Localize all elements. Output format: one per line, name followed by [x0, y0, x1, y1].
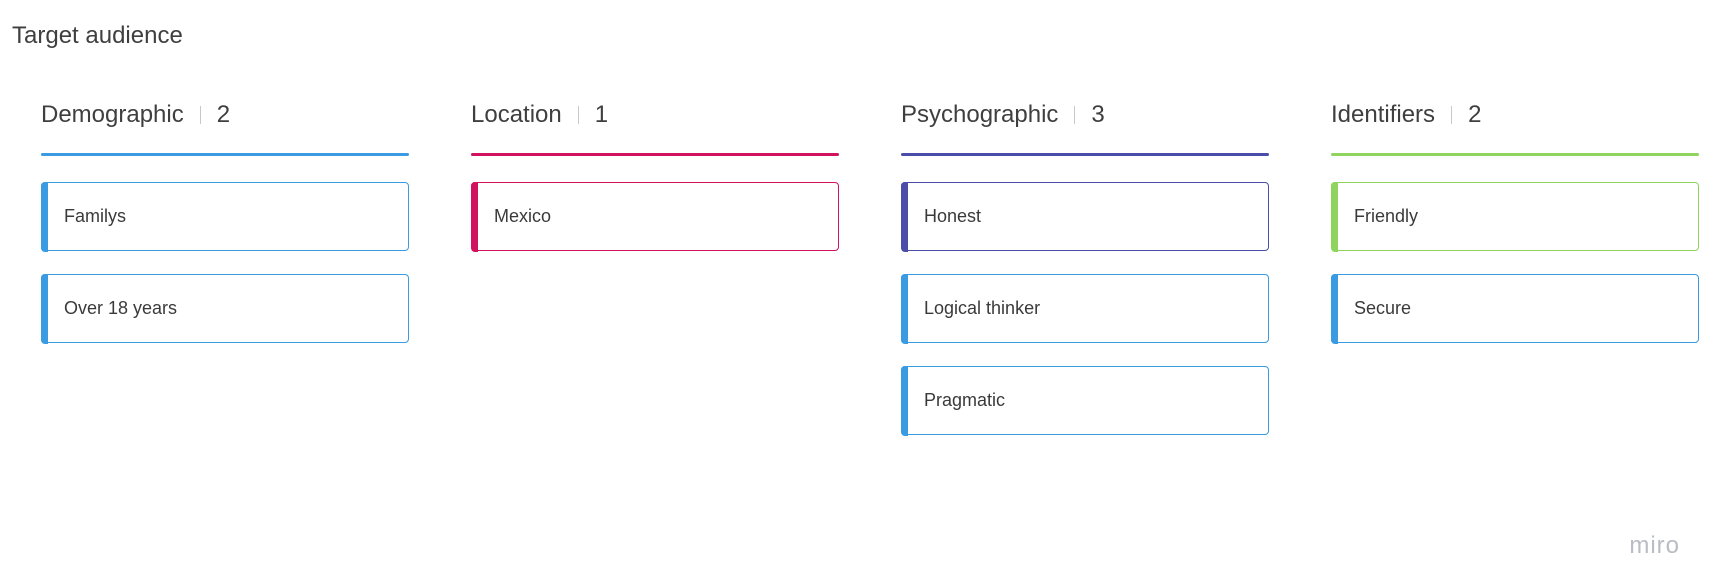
card-friendly[interactable]: Friendly: [1330, 181, 1699, 252]
card-label: Mexico: [494, 206, 552, 226]
column-rule: [471, 153, 839, 156]
column-count: 1: [594, 101, 609, 128]
card-familys[interactable]: Familys: [40, 181, 409, 252]
column-header[interactable]: Location 1: [471, 98, 839, 132]
column-header-divider: [577, 106, 579, 124]
card-honest[interactable]: Honest: [900, 181, 1269, 252]
card-label: Pragmatic: [924, 390, 1006, 410]
column-header[interactable]: Identifiers 2: [1331, 98, 1699, 132]
column-header-divider: [199, 106, 201, 124]
column-identifiers: Identifiers 2 Friendly Secure: [1330, 98, 1699, 366]
card-label: Secure: [1354, 298, 1412, 318]
column-title: Identifiers: [1331, 101, 1436, 128]
column-demographic: Demographic 2 Familys Over 18 years: [40, 98, 409, 366]
card-label: Familys: [64, 206, 126, 226]
column-count: 2: [1468, 101, 1482, 128]
column-count: 3: [1091, 101, 1105, 128]
column-title: Location: [471, 101, 562, 128]
card-label: Friendly: [1354, 206, 1419, 226]
card-label: Over 18 years: [64, 298, 178, 318]
column-psychographic: Psychographic 3 Honest Logical thinker P…: [900, 98, 1269, 458]
card-stripe: [40, 181, 48, 252]
column-title: Psychographic: [901, 101, 1059, 128]
card-secure[interactable]: Secure: [1330, 273, 1699, 344]
column-location: Location 1 Mexico: [470, 98, 839, 274]
card-logical-thinker[interactable]: Logical thinker: [900, 273, 1269, 344]
card-mexico[interactable]: Mexico: [470, 181, 839, 252]
column-header-divider: [1074, 106, 1076, 124]
card-label: Logical thinker: [924, 298, 1041, 318]
column-rule: [1331, 153, 1699, 156]
card-pragmatic[interactable]: Pragmatic: [900, 365, 1269, 436]
card-over-18-years[interactable]: Over 18 years: [40, 273, 409, 344]
column-rule: [41, 153, 409, 156]
column-header-divider: [1451, 106, 1453, 124]
card-stripe: [470, 181, 478, 252]
card-stripe: [900, 365, 908, 436]
card-stripe: [900, 181, 908, 252]
column-header[interactable]: Psychographic 3: [901, 98, 1269, 132]
card-label: Honest: [924, 206, 982, 226]
card-stripe: [40, 273, 48, 344]
card-stripe: [1330, 181, 1338, 252]
column-count: 2: [216, 101, 231, 128]
column-header[interactable]: Demographic 2: [41, 98, 409, 132]
column-rule: [901, 153, 1269, 156]
card-stripe: [1330, 273, 1338, 344]
miro-logo: miro: [1629, 532, 1680, 559]
card-stripe: [900, 273, 908, 344]
column-title: Demographic: [41, 101, 184, 128]
board-title: Target audience: [12, 22, 183, 49]
